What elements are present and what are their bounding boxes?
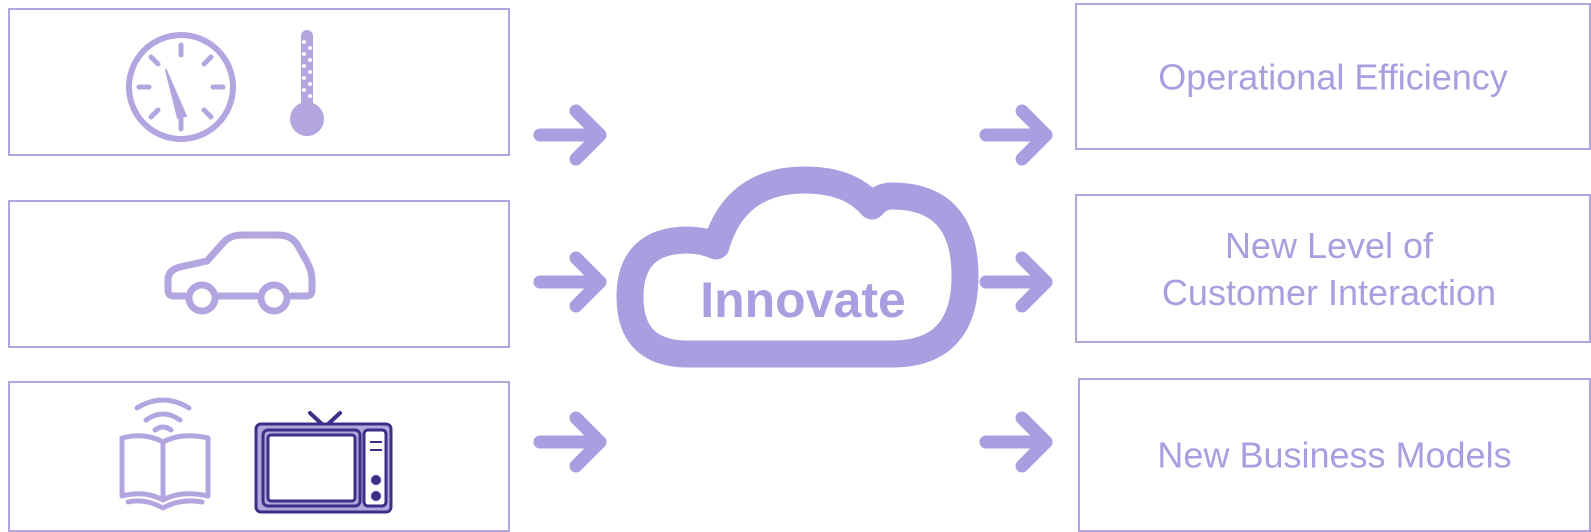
output-box-customer-interaction: New Level of Customer Interaction — [1075, 194, 1591, 343]
input-arrow-3 — [533, 411, 607, 473]
thermometer-icon — [290, 30, 324, 136]
output-box-business-models: New Business Models — [1078, 378, 1591, 532]
output-label-business-models: New Business Models — [1080, 432, 1589, 479]
output-label-operational-efficiency: Operational Efficiency — [1077, 53, 1589, 100]
output-arrow-3 — [979, 411, 1053, 473]
input-box-sensors — [8, 8, 510, 156]
output-box-operational-efficiency: Operational Efficiency — [1075, 3, 1591, 150]
output-label-customer-interaction: New Level of Customer Interaction — [1069, 222, 1589, 316]
input-arrow-2 — [533, 251, 607, 313]
output-line: New Business Models — [1157, 434, 1512, 476]
car-icon — [164, 231, 316, 315]
cloud-shape — [616, 166, 979, 368]
cloud-label: Innovate — [700, 272, 906, 328]
input-arrow-1 — [533, 104, 607, 166]
output-arrow-1 — [979, 104, 1053, 166]
tv-icon — [254, 411, 393, 514]
output-arrow-2 — [979, 251, 1053, 313]
output-line: Customer Interaction — [1161, 271, 1497, 313]
output-line: Operational Efficiency — [1158, 56, 1508, 97]
wireless-book-icon — [119, 397, 211, 511]
output-line: New Level of — [1224, 224, 1434, 266]
clock-icon — [126, 32, 236, 142]
input-box-vehicle — [8, 200, 510, 348]
